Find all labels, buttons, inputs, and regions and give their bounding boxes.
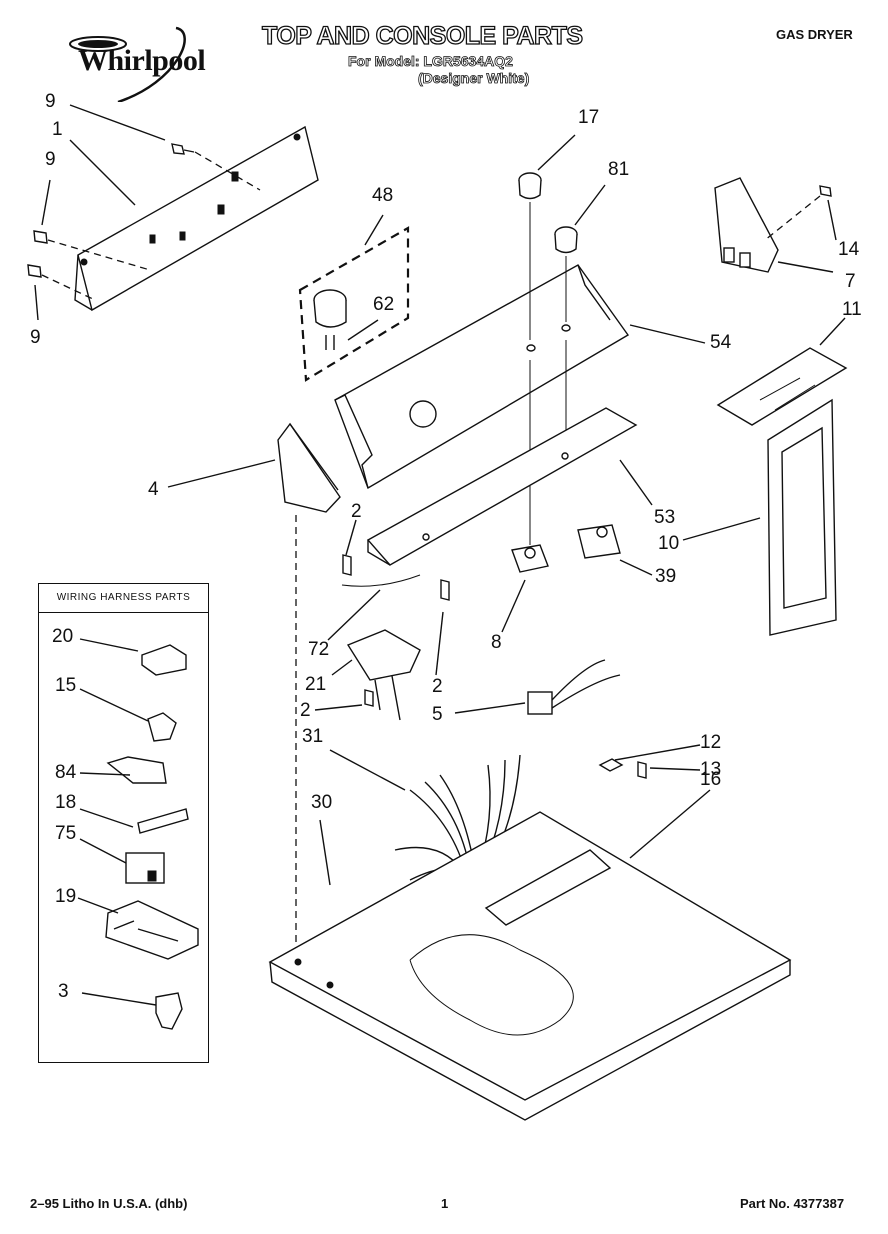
knob-part-17 (518, 172, 542, 200)
callout-label: 2 (300, 700, 311, 721)
filter-housing-part (767, 398, 837, 636)
harness-callout: 20 (52, 626, 74, 647)
dryer-top-part (268, 811, 792, 1121)
knob-part-81 (554, 226, 578, 254)
page-number: 1 (441, 1196, 449, 1211)
callout-label: 8 (491, 632, 502, 653)
screw-part-9 (27, 143, 195, 278)
callout-label: 21 (305, 674, 327, 695)
callout-label: 72 (308, 639, 330, 660)
brand-name: Whirlpool (78, 44, 206, 77)
callout-label: 5 (432, 704, 443, 725)
terminal-part-84 (106, 756, 167, 784)
callout-label: 81 (608, 159, 630, 180)
callout-label: 11 (842, 299, 862, 320)
callout-label: 53 (654, 507, 676, 528)
callout-label: 16 (700, 769, 722, 790)
callout-label: 4 (148, 479, 159, 500)
console-panel-part (334, 264, 630, 490)
callout-label: 1 (52, 119, 63, 140)
rear-bracket-part (74, 125, 319, 312)
harness-callout: 3 (58, 981, 69, 1002)
color-line: (Designer White) (418, 70, 530, 87)
harness-callout: 19 (55, 886, 77, 907)
switch-part-8 (511, 544, 549, 573)
wiring-harness-panel (38, 583, 209, 1063)
callout-label: 48 (372, 185, 394, 206)
part-number: Part No. 4377387 (740, 1196, 845, 1211)
callout-label: 39 (655, 566, 677, 587)
logo-swoosh-icon (69, 36, 127, 52)
page-title: TOP AND CONSOLE PARTS (261, 21, 583, 50)
harness-callout: 15 (55, 675, 77, 696)
control-bracket-part (366, 407, 638, 566)
callout-label: 12 (700, 732, 722, 753)
callout-label: 31 (302, 726, 324, 747)
connector-block-part-19 (105, 900, 199, 960)
callout-label: 7 (845, 271, 856, 292)
terminal-part-18 (137, 808, 189, 834)
harness-callout: 84 (55, 762, 77, 783)
lint-filter-part (716, 347, 848, 426)
wiring-harness-title: WIRING HARNESS PARTS (38, 583, 209, 613)
model-line: For Model: LGR5634AQ2 (348, 53, 514, 70)
timer-part (346, 629, 421, 721)
callout-label: 14 (838, 239, 860, 260)
switch-part-39 (577, 524, 621, 559)
product-type: GAS DRYER (776, 27, 853, 42)
callout-label: 2 (351, 501, 362, 522)
connector-part-20 (141, 644, 187, 676)
callout-label: 9 (45, 149, 56, 170)
harness-callout: 18 (55, 792, 77, 813)
knob-part-48 (313, 289, 347, 350)
endcap-part (277, 422, 341, 513)
wiring-harness-drawing (77, 638, 199, 1030)
callout-label: 2 (432, 676, 443, 697)
callout-label: 9 (45, 91, 56, 112)
litho-note: 2–95 Litho In U.S.A. (dhb) (30, 1196, 188, 1211)
clip-part-3 (155, 992, 183, 1030)
callout-label: 10 (658, 533, 680, 554)
leader-lines (34, 104, 846, 886)
harness-callout: 75 (55, 823, 77, 844)
harness-part-5 (527, 659, 621, 715)
callout-label: 13 (700, 759, 722, 780)
side-bracket-part (714, 177, 779, 273)
callout-label: 54 (710, 332, 732, 353)
callout-label: 9 (30, 327, 41, 348)
callout-label: 62 (373, 294, 395, 315)
connector-part-15 (147, 712, 177, 742)
callout-label: 17 (578, 107, 600, 128)
whirlpool-logo (69, 26, 186, 102)
callout-label: 30 (311, 792, 333, 813)
connector-part-75 (125, 852, 165, 884)
